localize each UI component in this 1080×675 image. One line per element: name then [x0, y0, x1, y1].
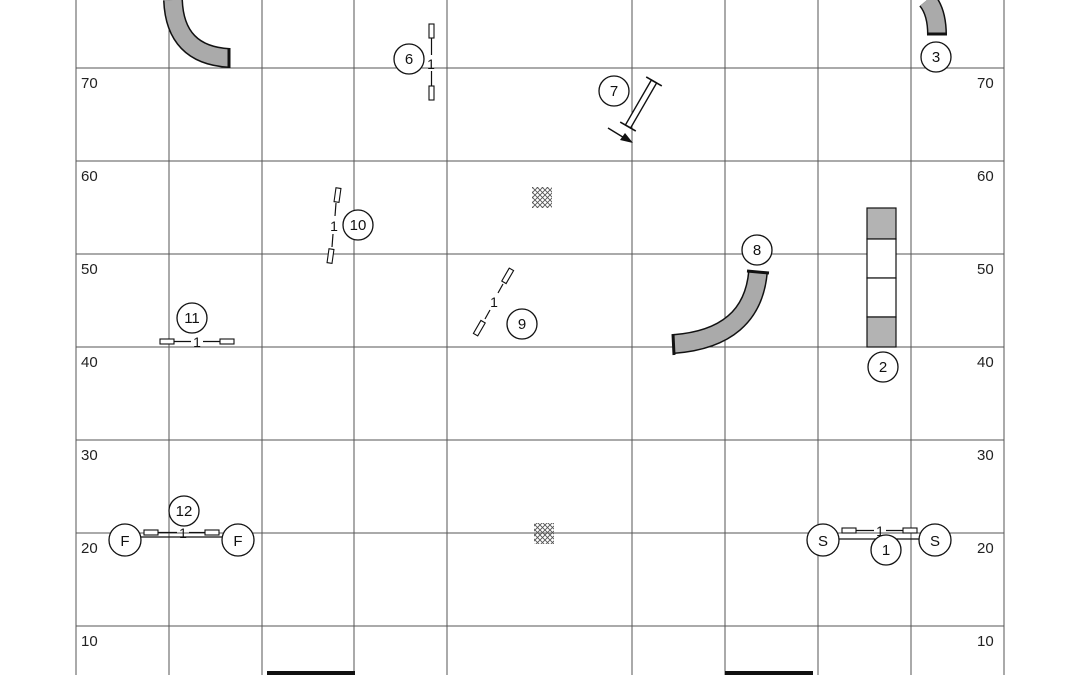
number-marker-3 [920, 41, 952, 73]
number-marker-12 [168, 495, 200, 527]
number-7: 7 [610, 83, 618, 100]
start-marker-left [806, 523, 840, 557]
jump-6[interactable]: 1 6 [393, 23, 435, 101]
finish-marker-right [221, 523, 255, 557]
jump-11-bar-mark: 1 [193, 334, 201, 350]
hatch-marker-lower [534, 523, 554, 544]
number-marker-8 [741, 234, 773, 266]
jump-9-bar-mark: 1 [490, 294, 498, 310]
jump-1[interactable]: 1 S S 1 [806, 523, 952, 566]
finish-label-left: F [120, 533, 129, 550]
right-label-60: 60 [977, 168, 994, 185]
number-8: 8 [753, 242, 761, 259]
left-label-20: 20 [81, 540, 98, 557]
right-label-40: 40 [977, 354, 994, 371]
jump-12[interactable]: 1 12 F F [108, 495, 255, 557]
number-9: 9 [518, 316, 526, 333]
finish-label-right: F [233, 533, 242, 550]
jump-1-bar-mark: 1 [876, 523, 884, 539]
jump-11[interactable]: 1 11 [159, 302, 235, 350]
left-label-60: 60 [81, 168, 98, 185]
start-marker-right [918, 523, 952, 557]
number-marker-6 [393, 43, 425, 75]
left-label-30: 30 [81, 447, 98, 464]
number-10: 10 [350, 217, 367, 234]
number-11: 11 [184, 310, 200, 327]
left-label-40: 40 [81, 354, 98, 371]
bottom-bar-right [725, 671, 813, 675]
finish-marker-left [108, 523, 142, 557]
number-12: 12 [176, 503, 193, 520]
number-2: 2 [879, 359, 887, 376]
number-marker-2 [867, 351, 899, 383]
tire-7[interactable]: 7 [598, 75, 663, 143]
tunnel-3[interactable]: 3 [918, 0, 952, 73]
right-label-20: 20 [977, 540, 994, 557]
grid [75, 0, 1005, 675]
number-marker-11 [176, 302, 208, 334]
number-1: 1 [882, 542, 890, 559]
jump-12-bar-mark: 1 [179, 525, 187, 541]
number-6: 6 [405, 51, 413, 68]
hatch-marker-upper [532, 187, 552, 208]
left-label-50: 50 [81, 261, 98, 278]
number-marker-1 [870, 534, 902, 566]
jump-6-bar-mark: 1 [427, 56, 435, 72]
left-label-70: 70 [81, 75, 98, 92]
right-label-10: 10 [977, 633, 994, 650]
tunnel-8[interactable]: 8 [671, 234, 773, 356]
jump-10-bar-mark: 1 [330, 218, 338, 234]
left-axis-labels: 70 60 50 40 30 20 10 [81, 75, 98, 650]
start-label-right: S [930, 533, 940, 550]
bottom-bar-left [267, 671, 355, 675]
right-label-70: 70 [977, 75, 994, 92]
number-marker-10 [342, 209, 374, 241]
number-3: 3 [932, 49, 940, 66]
start-label-left: S [818, 533, 828, 550]
number-marker-7 [598, 75, 630, 107]
left-label-10: 10 [81, 633, 98, 650]
right-axis-labels: 70 60 50 40 30 20 10 [977, 75, 994, 650]
jump-10[interactable]: 1 10 [326, 187, 374, 264]
right-label-50: 50 [977, 261, 994, 278]
obstacle-2[interactable]: 2 [866, 207, 899, 383]
tunnel-top-left[interactable] [163, 0, 231, 68]
jump-9[interactable]: 1 9 [472, 267, 538, 340]
number-marker-9 [506, 308, 538, 340]
right-label-30: 30 [977, 447, 994, 464]
